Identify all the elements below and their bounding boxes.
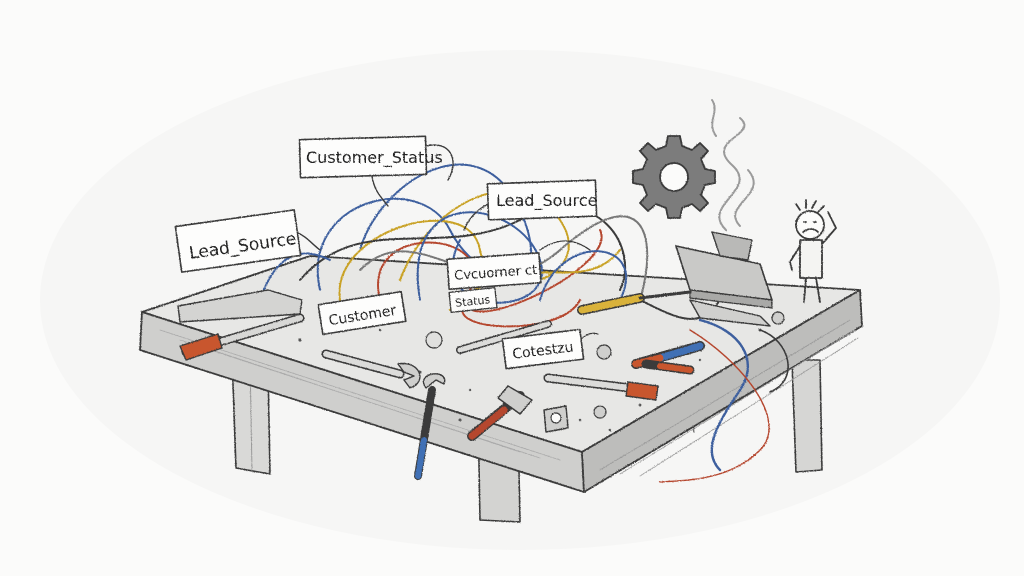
tag-text: Customer_Status bbox=[306, 148, 443, 168]
tag-small-status: Status bbox=[448, 287, 498, 313]
smoke-icon bbox=[711, 99, 755, 231]
tag-text: Cotestzu bbox=[511, 339, 574, 362]
tools bbox=[177, 289, 785, 480]
label-tags: Customer_Status Lead_Source Lead_Source … bbox=[174, 135, 599, 370]
gear-icon bbox=[632, 135, 716, 219]
tag-text: Status bbox=[455, 293, 491, 310]
tag-lead-source-left: Lead_Source bbox=[174, 209, 321, 273]
tag-lead-source-right: Lead_Source bbox=[463, 179, 598, 231]
tag-customer-status: Customer_Status bbox=[298, 135, 454, 207]
tag-text: Lead_Source bbox=[496, 191, 597, 211]
stressed-person-figure bbox=[789, 199, 837, 303]
tag-customer: Customer bbox=[317, 290, 407, 336]
loose-cables bbox=[659, 318, 789, 483]
tag-garbled-2: Cotestzu bbox=[501, 328, 599, 370]
tag-text: Cvcuorner ct bbox=[454, 263, 538, 284]
tag-garbled-1: Cvcuorner ct bbox=[446, 240, 591, 290]
wood-block bbox=[675, 231, 773, 309]
